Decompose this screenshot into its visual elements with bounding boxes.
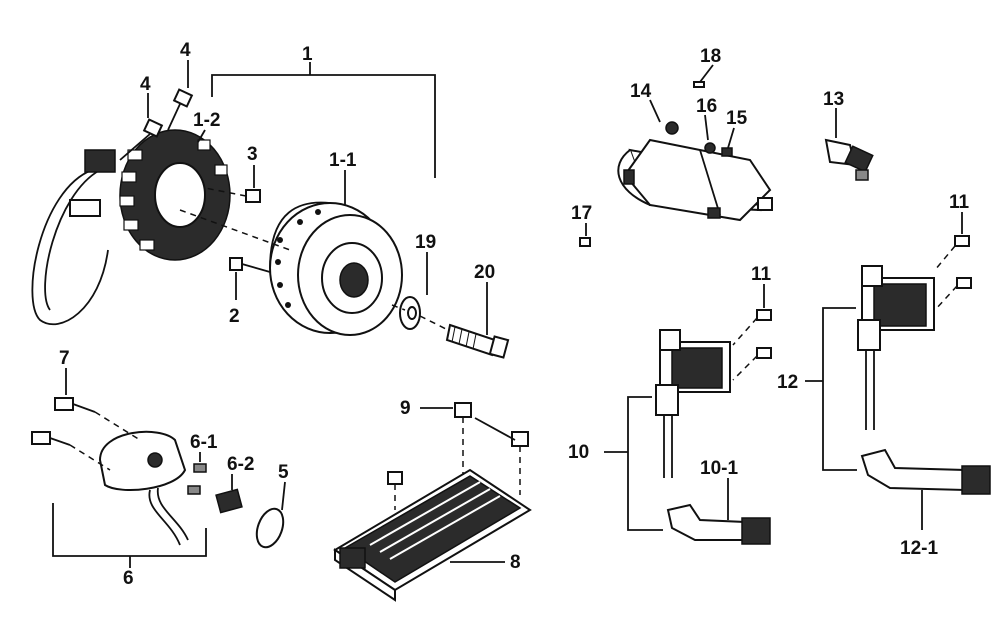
part-6-2 [215, 488, 243, 514]
label-14: 14 [630, 81, 652, 102]
label-8: 8 [510, 552, 521, 573]
label-1: 1 [302, 44, 313, 65]
label-15: 15 [726, 108, 748, 129]
label-18: 18 [700, 46, 721, 67]
label-6: 6 [123, 568, 134, 589]
label-6-2: 6-2 [227, 454, 254, 475]
callout-labels: 1 1-1 1-2 2 3 4 4 5 6 6-1 6-2 7 8 9 10 1… [59, 40, 970, 589]
label-11-left: 11 [751, 264, 772, 285]
part-6-1 [187, 463, 207, 495]
bolt-2 [229, 257, 271, 273]
pickup-coil-part [31, 397, 189, 546]
bracket-10 [604, 396, 663, 531]
label-20: 20 [474, 262, 495, 283]
label-19: 19 [415, 232, 436, 253]
label-3: 3 [247, 144, 258, 165]
leader-lines [65, 60, 963, 563]
bracket-6 [52, 503, 207, 568]
part-17 [579, 237, 591, 247]
bracket-12 [805, 307, 857, 471]
label-4-lower: 4 [140, 74, 151, 95]
oring-5 [255, 507, 285, 549]
ignition-coil-12 [857, 235, 972, 430]
label-12: 12 [777, 372, 798, 393]
part-18 [693, 81, 705, 88]
bracket-1 [211, 62, 436, 178]
stator-part [31, 129, 231, 326]
ignition-coil-10 [655, 309, 772, 478]
label-9: 9 [400, 398, 411, 419]
screw-4-upper [167, 88, 194, 131]
label-7: 7 [59, 348, 70, 369]
flywheel-part [179, 201, 403, 336]
screw-4-lower [119, 118, 164, 161]
plug-cap-12-1 [860, 448, 991, 495]
label-2: 2 [229, 306, 240, 327]
label-1-1: 1-1 [329, 150, 357, 171]
bolt-3 [204, 187, 261, 203]
label-12-1: 12-1 [900, 538, 938, 559]
label-6-1: 6-1 [190, 432, 218, 453]
regulator-part [333, 468, 532, 602]
label-4-upper: 4 [180, 40, 191, 61]
label-10-1: 10-1 [700, 458, 738, 479]
starter-motor-part [617, 121, 773, 222]
bolt-20 [419, 315, 510, 359]
label-13: 13 [823, 89, 844, 110]
label-16: 16 [696, 96, 717, 117]
washer-19 [391, 296, 421, 330]
label-1-2: 1-2 [193, 110, 220, 131]
label-11-right: 11 [949, 192, 970, 213]
sensor-13-part [824, 138, 874, 181]
label-17: 17 [571, 203, 592, 224]
plug-cap-10-1 [666, 503, 771, 545]
label-5: 5 [278, 462, 289, 483]
label-10: 10 [568, 442, 589, 463]
bolts-9 [387, 402, 529, 510]
